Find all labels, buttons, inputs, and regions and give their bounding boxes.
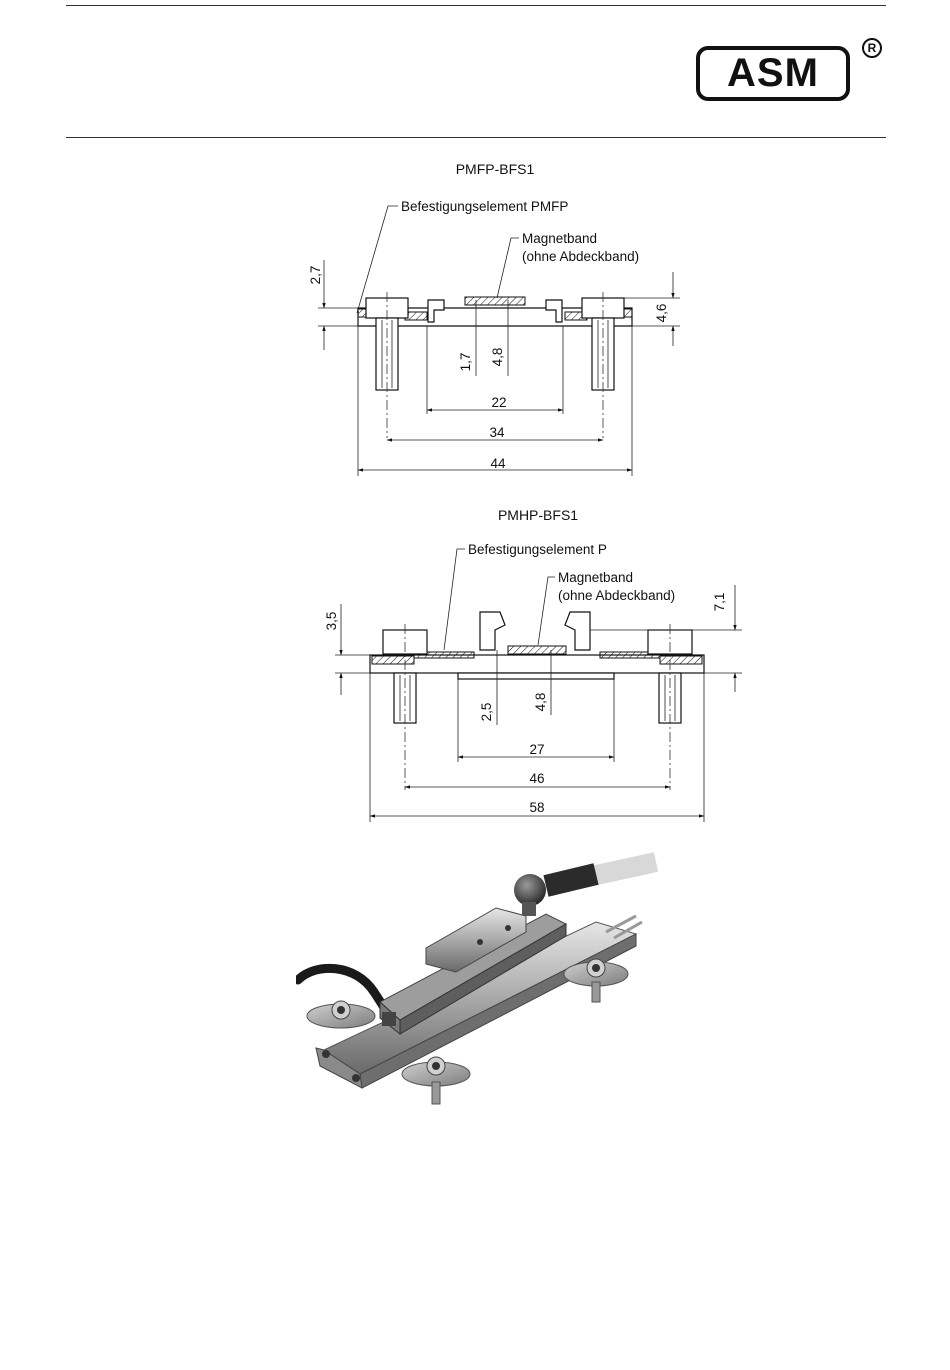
bottom-dim-h-right: 7,1: [712, 593, 727, 612]
top-callout-band-1: Magnetband: [522, 231, 597, 246]
bottom-dim-w58: 58: [529, 800, 544, 815]
bottom-drawing-title: PMHP-BFS1: [498, 507, 578, 523]
bottom-callout-mount-leader: [444, 549, 465, 650]
bottom-dim-w46: 46: [529, 771, 544, 786]
bottom-dim-h-inner-b: 4,8: [533, 693, 548, 712]
top-callout-band-2: (ohne Abdeckband): [522, 249, 639, 264]
bottom-callout-band-leader: [538, 577, 555, 645]
top-dim-h-inner-a: 1,7: [458, 353, 473, 372]
top-dim-w22: 22: [491, 395, 506, 410]
bottom-callout-mount: Befestigungselement P: [468, 542, 607, 557]
top-dim-h-inner-b: 4,8: [490, 348, 505, 367]
top-drawing-title: PMFP-BFS1: [456, 161, 535, 177]
sensor-mount-photo: [296, 852, 658, 1110]
top-dim-h-left: 2,7: [308, 266, 323, 285]
bottom-callout-band-2: (ohne Abdeckband): [558, 588, 675, 603]
top-dim-w34: 34: [489, 425, 505, 440]
top-callout-band-leader: [497, 238, 519, 298]
top-dim-h-right: 4,6: [654, 304, 669, 323]
bottom-dim-h-left: 3,5: [324, 612, 339, 631]
top-callout-mount-leader: [357, 206, 398, 313]
top-dim-w44: 44: [490, 456, 506, 471]
bottom-dim-w27: 27: [529, 742, 544, 757]
top-callout-mount: Befestigungselement PMFP: [401, 199, 568, 214]
bottom-dim-h-inner-a: 2,5: [479, 703, 494, 722]
bottom-callout-band-1: Magnetband: [558, 570, 633, 585]
